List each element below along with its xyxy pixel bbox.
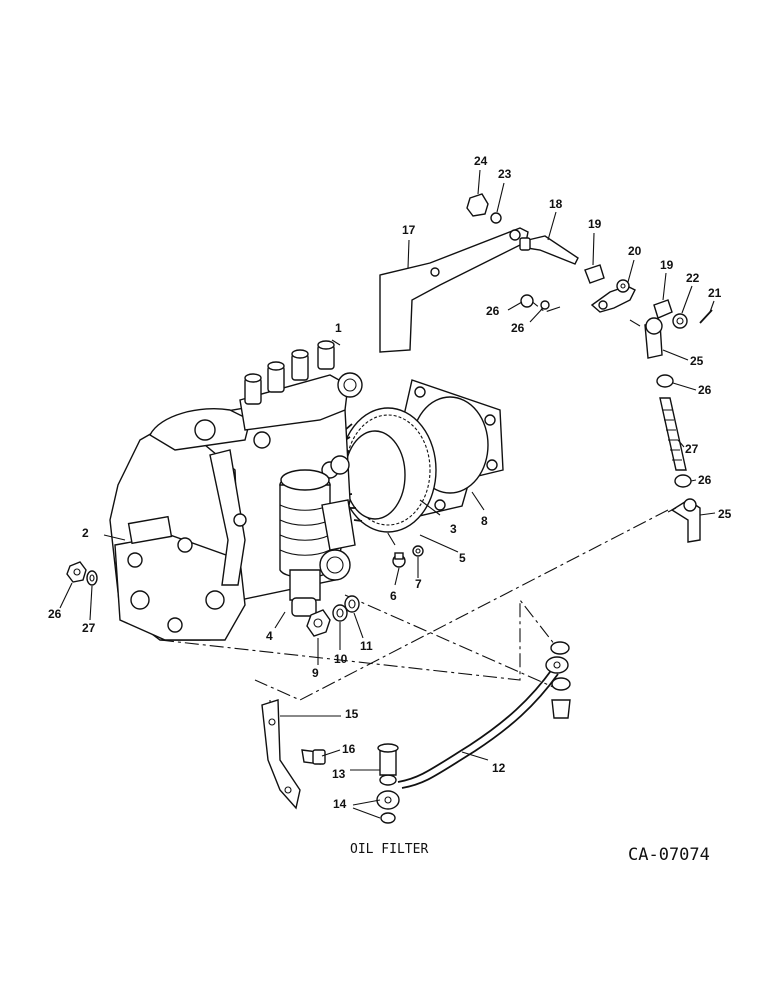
part-label-15: 15	[345, 707, 359, 721]
drive-gear-part	[339, 407, 437, 533]
part-label-21: 21	[708, 286, 722, 300]
part-label-10: 10	[334, 652, 348, 666]
drawing-code: CA-07074	[628, 845, 710, 865]
part-label-6: 6	[390, 589, 397, 603]
part-label-25-upper: 25	[690, 354, 704, 368]
part-label-26-rod-upper: 26	[698, 383, 712, 397]
part-label-1: 1	[335, 321, 342, 335]
part-label-27-linkage: 26	[511, 321, 525, 335]
part-label-13: 13	[332, 767, 346, 781]
part-label-14: 14	[333, 797, 347, 811]
part-label-25-lower: 25	[718, 507, 732, 521]
part-label-2: 2	[82, 526, 89, 540]
part-label-3: 3	[450, 522, 457, 536]
part-label-18: 18	[549, 197, 563, 211]
part-label-23: 23	[498, 167, 512, 181]
part-label-12: 12	[492, 761, 506, 775]
part-label-27-left: 27	[82, 621, 96, 635]
throttle-rod-parts	[629, 317, 701, 543]
feed-pump-part	[279, 455, 356, 617]
part-label-19-upper: 19	[588, 217, 602, 231]
hardware-small-parts	[306, 545, 424, 637]
part-label-26-left: 26	[48, 607, 62, 621]
part-label-8: 8	[481, 514, 488, 528]
part-label-5: 5	[459, 551, 466, 565]
part-label-17: 17	[402, 223, 416, 237]
left-nut-washer	[66, 561, 98, 586]
part-label-9: 9	[312, 666, 319, 680]
part-label-22: 22	[686, 271, 700, 285]
part-label-26-linkage: 26	[486, 304, 500, 318]
part-label-19-lower: 19	[660, 258, 674, 272]
throttle-linkage-parts	[466, 193, 713, 329]
part-label-28: 27	[685, 442, 699, 456]
part-label-26-rod-lower: 26	[698, 473, 712, 487]
part-label-20: 20	[628, 244, 642, 258]
part-label-16: 16	[342, 742, 356, 756]
part-label-7: 7	[415, 577, 422, 591]
oil-line-part	[376, 641, 571, 824]
oil-line-bracket	[261, 699, 326, 810]
leader-lines	[59, 169, 716, 819]
part-label-24: 24	[474, 154, 488, 168]
oil-filter-caption: OIL FILTER	[350, 842, 429, 857]
part-label-11: 11	[360, 639, 373, 653]
part-label-4: 4	[266, 629, 273, 643]
throttle-bracket-part	[379, 227, 529, 353]
